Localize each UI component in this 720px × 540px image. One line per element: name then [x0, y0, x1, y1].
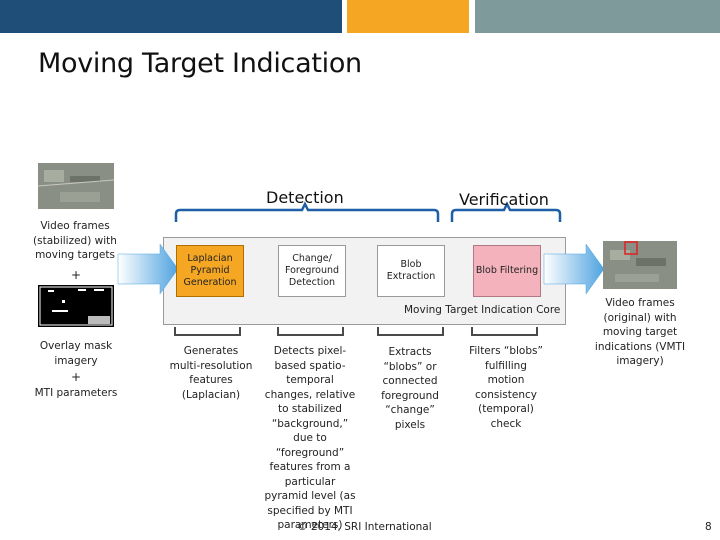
change-detection-box: Change/ Foreground Detection: [278, 245, 346, 297]
output-arrow: [543, 243, 605, 295]
description-blob-extraction: Extracts “blobs” or connected foreground…: [381, 346, 439, 431]
verification-heading: Verification: [459, 190, 549, 209]
detection-heading: Detection: [266, 188, 344, 207]
blob-filtering-box: Blob Filtering: [473, 245, 541, 297]
vmti-frame-thumbnail: [603, 241, 677, 289]
overlay-mask-thumbnail: [38, 285, 114, 327]
bracket-1: [174, 327, 241, 336]
mti-parameters-label: MTI parameters: [34, 387, 118, 399]
header-bar-blue: [0, 0, 342, 33]
page-number: 8: [705, 521, 712, 533]
plus-sign-1: +: [70, 268, 82, 282]
blob-extraction-box: Blob Extraction: [377, 245, 445, 297]
laplacian-pyramid-box: Laplacian Pyramid Generation: [176, 245, 244, 297]
blob-extraction-label: Blob Extraction: [386, 259, 436, 282]
copyright-footer: © 2014, SRI International: [297, 521, 432, 533]
verification-bracket: [450, 201, 562, 222]
description-laplacian: Generates multi-resolution features (Lap…: [169, 345, 253, 401]
description-blob-filtering: Filters “blobs” fulfilling motion consis…: [469, 345, 543, 430]
overlay-mask-label: Overlay mask imagery: [39, 340, 113, 367]
mti-core-label: Moving Target Indication Core: [404, 304, 561, 316]
stabilized-frames-label: Video frames (stabilized) with moving ta…: [33, 220, 117, 261]
header-bar-orange: [347, 0, 469, 33]
vmti-frames-label: Video frames (original) with moving targ…: [594, 297, 686, 367]
bracket-3: [377, 327, 444, 336]
detection-bracket: [174, 201, 440, 222]
stabilized-frame-thumbnail: [37, 163, 115, 209]
bracket-2: [277, 327, 344, 336]
blob-filtering-label: Blob Filtering: [475, 265, 539, 276]
input-arrow: [117, 243, 179, 295]
description-change-detection: Detects pixel-based spatio-temporal chan…: [264, 345, 356, 531]
change-detection-label: Change/ Foreground Detection: [284, 253, 340, 288]
plus-sign-2: +: [70, 370, 82, 384]
slide-title: Moving Target Indication: [38, 48, 362, 79]
header-bar-gray: [475, 0, 720, 33]
bracket-4: [471, 327, 538, 336]
laplacian-pyramid-label: Laplacian Pyramid Generation: [183, 253, 237, 288]
